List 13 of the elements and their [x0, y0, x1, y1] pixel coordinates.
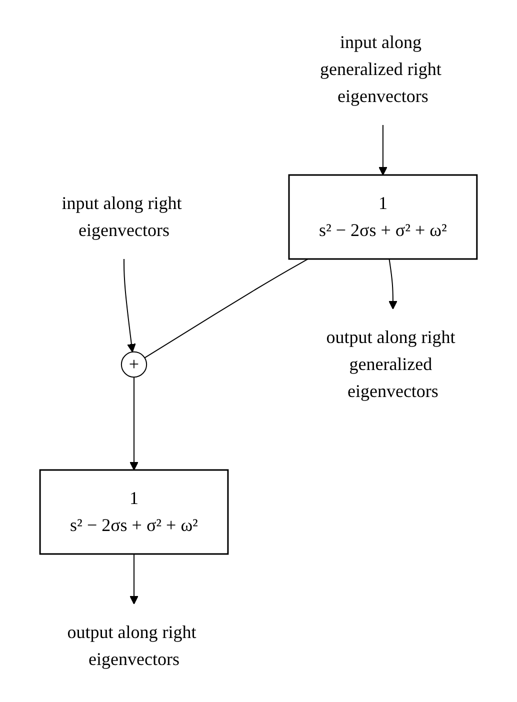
node-text: output along right eigenvectors: [67, 622, 196, 669]
node-text: output along right generalized eigenvectors: [326, 326, 456, 401]
arrow: [130, 376, 138, 470]
node-box: 1 s² − 2σs + σ² + ω²: [39, 469, 229, 555]
arrow: [130, 554, 138, 604]
node-box: 1 s² − 2σs + σ² + ω²: [288, 174, 478, 260]
node-text: input along right eigenvectors: [62, 192, 182, 240]
arrow: [378, 124, 388, 176]
arrow: [388, 258, 398, 310]
connector: [144, 258, 309, 358]
node-circle: +: [120, 351, 148, 378]
arrow: [124, 258, 136, 352]
node-text: input along generalized right eigenvectors: [320, 32, 442, 106]
